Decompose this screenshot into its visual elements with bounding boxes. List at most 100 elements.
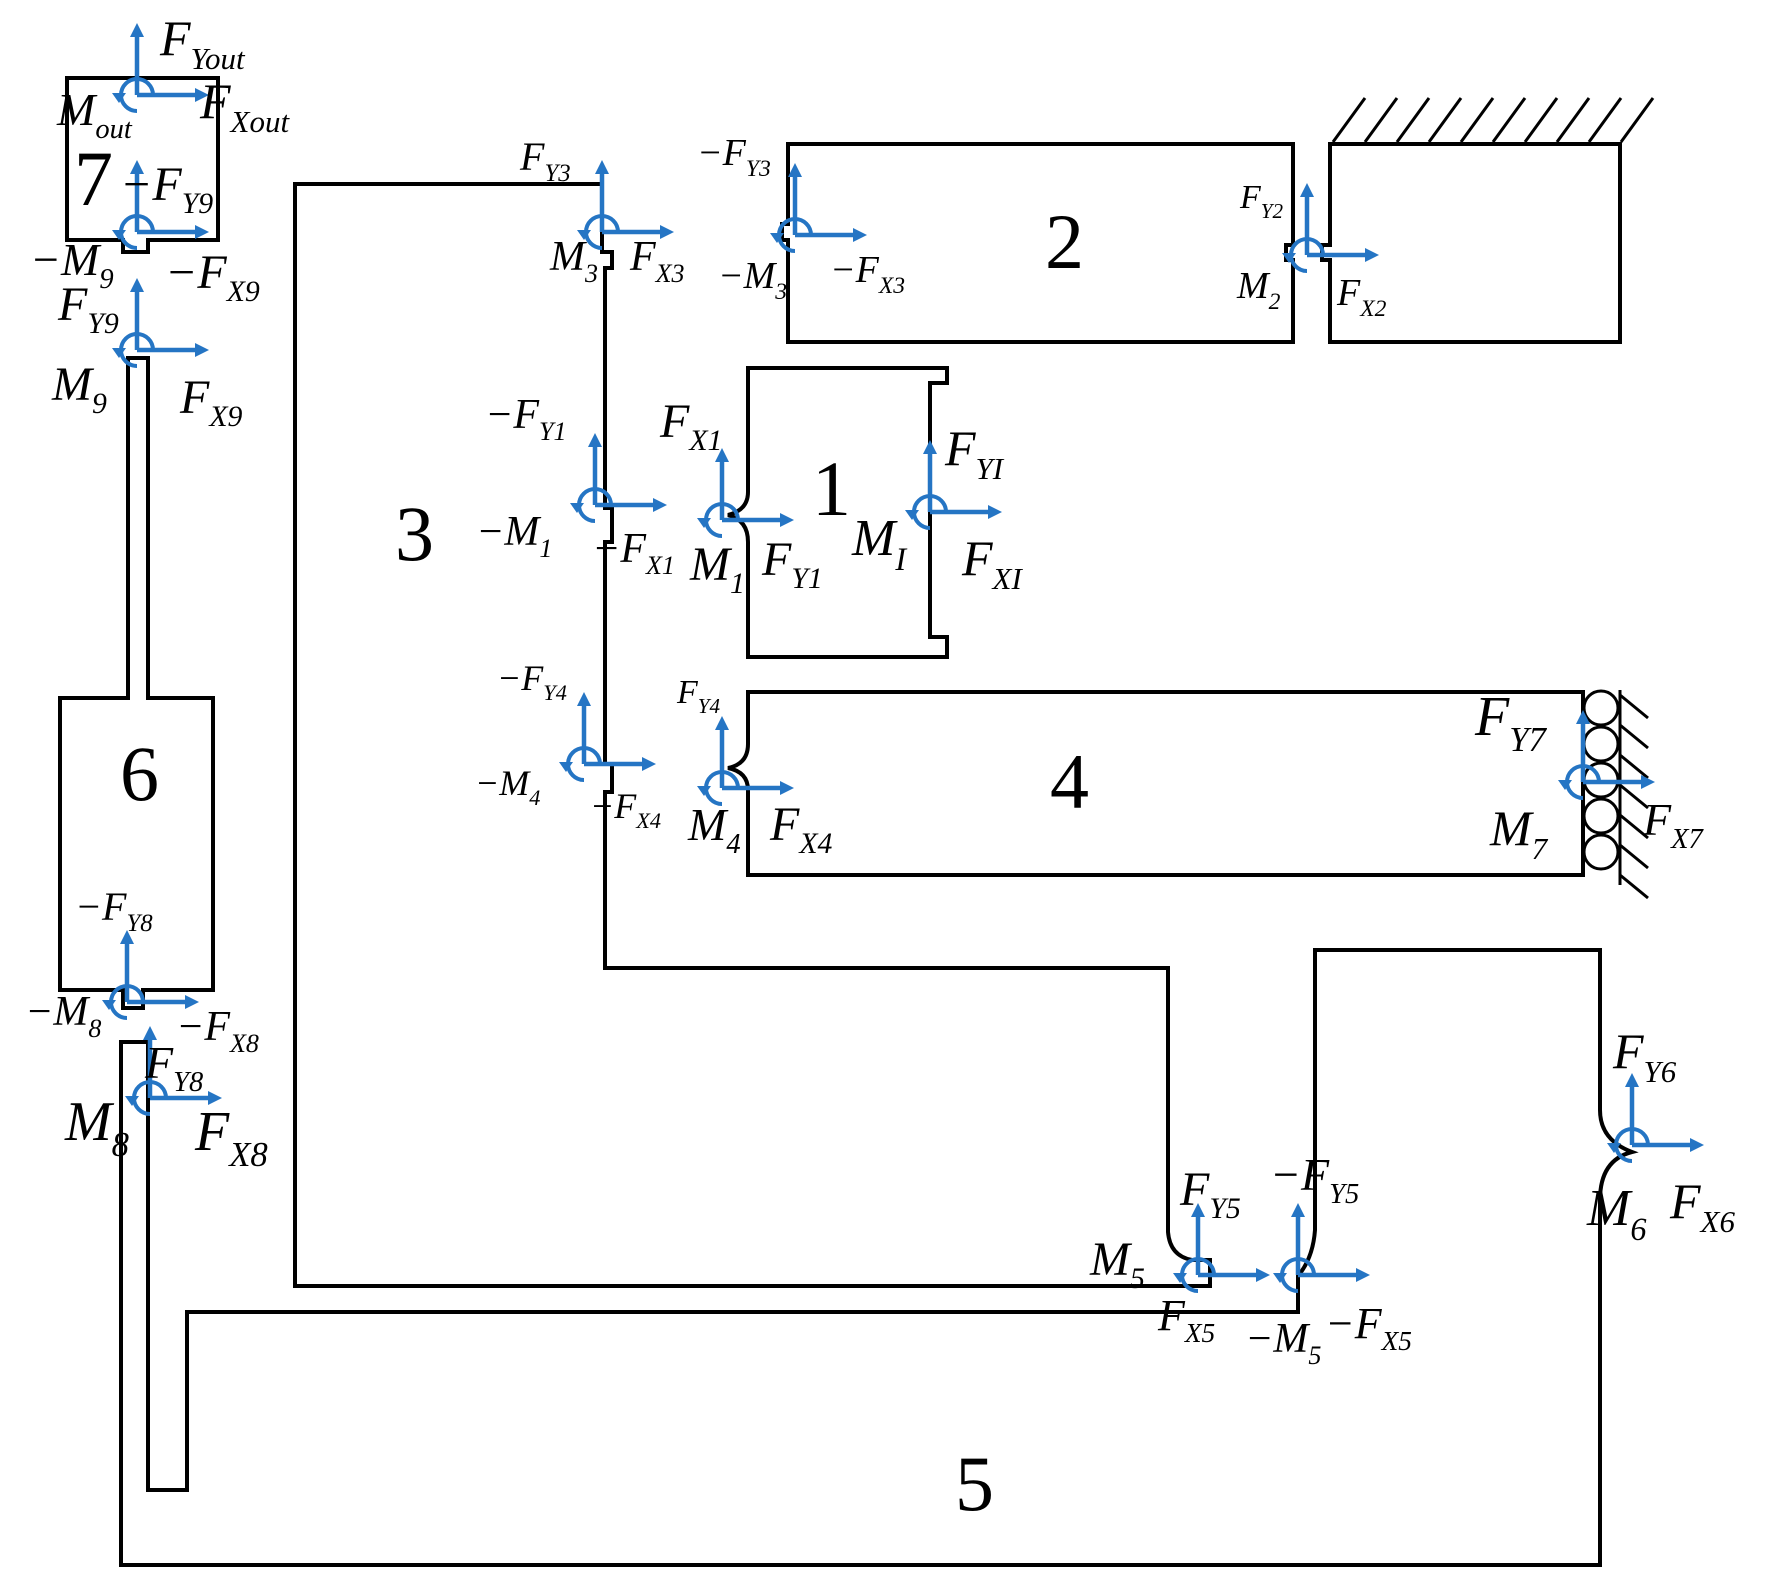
fy-arrowhead bbox=[715, 448, 729, 462]
force-label-subscript: Y5 bbox=[1329, 1179, 1359, 1210]
force-label-symbol: F bbox=[1642, 794, 1672, 845]
force-label-symbol: F bbox=[1669, 1173, 1701, 1229]
body-6-outline bbox=[58, 356, 215, 1010]
force-label-symbol: F bbox=[961, 530, 993, 586]
moment-arrowhead bbox=[112, 93, 126, 103]
force-label-symbol: −F bbox=[830, 249, 880, 291]
force-label-symbol: −F bbox=[485, 392, 539, 438]
frame-3-right bbox=[770, 163, 867, 253]
frame-1-mid bbox=[697, 448, 794, 538]
force-label-subscript: Y4 bbox=[543, 680, 567, 705]
fx-arrowhead bbox=[185, 995, 199, 1009]
force-label-subscript: X8 bbox=[229, 1029, 259, 1058]
fx-arrowhead bbox=[1365, 248, 1379, 262]
fx-arrowhead bbox=[1356, 1268, 1370, 1282]
force-label-subscript: X3 bbox=[878, 273, 905, 299]
force-label: FY4 bbox=[676, 674, 721, 718]
force-label: Mout bbox=[56, 84, 133, 145]
force-label: −M8 bbox=[25, 989, 101, 1043]
force-label-subscript: 1 bbox=[730, 567, 745, 600]
frame-3-left bbox=[577, 160, 674, 250]
force-label-subscript: X1 bbox=[645, 551, 675, 580]
moment-arc bbox=[777, 217, 813, 253]
force-label-symbol: M bbox=[851, 510, 898, 567]
force-label-symbol: F bbox=[199, 73, 231, 129]
force-label-subscript: 2 bbox=[1269, 289, 1281, 315]
force-label: FX6 bbox=[1669, 1173, 1735, 1239]
force-label-symbol: −M bbox=[718, 255, 778, 297]
force-label-symbol: M bbox=[689, 538, 733, 591]
force-label-subscript: 5 bbox=[1308, 1341, 1321, 1370]
force-label-symbol: M bbox=[51, 358, 95, 411]
moment-arc bbox=[119, 214, 155, 250]
force-label-subscript: Y1 bbox=[791, 562, 822, 595]
roller-support bbox=[1582, 689, 1649, 900]
force-label: M3 bbox=[549, 234, 598, 288]
force-label-subscript: 5 bbox=[1130, 1262, 1145, 1295]
fy-arrowhead bbox=[715, 716, 729, 730]
force-label: M4 bbox=[687, 799, 741, 860]
frame-out bbox=[112, 23, 209, 113]
moment-arrowhead bbox=[1173, 1273, 1187, 1283]
body-3-outline bbox=[293, 182, 1212, 1288]
force-label-symbol: F bbox=[1474, 686, 1510, 748]
moment-arc bbox=[704, 770, 740, 806]
moment-arc bbox=[1289, 237, 1325, 273]
body-number-1: 1 bbox=[812, 445, 851, 532]
force-label-symbol: −F bbox=[1325, 1299, 1383, 1348]
force-label-subscript: Y6 bbox=[1644, 1054, 1677, 1089]
body-number-7: 7 bbox=[74, 135, 113, 222]
force-label: FY6 bbox=[1612, 1023, 1677, 1089]
fy-arrowhead bbox=[1625, 1073, 1639, 1087]
force-label-symbol: M bbox=[1489, 800, 1534, 856]
force-frames bbox=[102, 23, 1704, 1293]
force-label: FY9 bbox=[57, 278, 119, 340]
force-label-subscript: Y2 bbox=[1261, 199, 1284, 223]
force-label-symbol: F bbox=[194, 1101, 230, 1163]
force-label-subscript: 3 bbox=[584, 259, 598, 288]
moment-arrowhead bbox=[770, 233, 784, 243]
moment-arrowhead bbox=[1607, 1143, 1621, 1153]
moment-arc bbox=[1280, 1257, 1316, 1293]
body-number-5: 5 bbox=[955, 1440, 994, 1527]
force-label-symbol: F bbox=[144, 1037, 174, 1088]
force-label: −FX1 bbox=[592, 526, 675, 580]
force-label: FY7 bbox=[1474, 686, 1548, 759]
force-label-subscript: 4 bbox=[529, 785, 540, 810]
force-label-subscript: 3 bbox=[774, 279, 787, 305]
force-label-symbol: F bbox=[57, 278, 88, 331]
force-label: M1 bbox=[689, 538, 745, 600]
force-label-symbol: −M bbox=[476, 509, 541, 555]
moment-arc bbox=[109, 984, 145, 1020]
moment-arrowhead bbox=[697, 518, 711, 528]
force-label-subscript: 9 bbox=[92, 387, 107, 420]
force-label: FYI bbox=[944, 420, 1005, 486]
moment-arrowhead bbox=[577, 230, 591, 240]
force-label: FX3 bbox=[629, 234, 685, 288]
force-label: MI bbox=[851, 510, 907, 577]
frame-6 bbox=[1607, 1073, 1704, 1163]
force-label-subscript: Y3 bbox=[544, 160, 570, 187]
force-label: FX2 bbox=[1336, 272, 1387, 322]
frame-7 bbox=[1558, 710, 1655, 800]
moment-arrowhead bbox=[697, 786, 711, 796]
force-label: FX4 bbox=[769, 798, 833, 860]
force-label: −FY5 bbox=[1270, 1149, 1359, 1210]
fx-arrowhead bbox=[988, 505, 1002, 519]
ground-hatch bbox=[1331, 97, 1655, 143]
moment-arc bbox=[132, 1080, 168, 1116]
force-label-symbol: −M bbox=[1245, 1316, 1310, 1362]
force-label: FX5 bbox=[1157, 1291, 1215, 1348]
force-label-symbol: M bbox=[549, 234, 587, 280]
force-label-symbol: F bbox=[629, 234, 656, 280]
force-label-subscript: Y9 bbox=[87, 307, 119, 340]
force-label: −FX9 bbox=[165, 246, 260, 308]
force-label: FX9 bbox=[179, 371, 243, 433]
fy-arrowhead bbox=[923, 440, 937, 454]
frame-4-left bbox=[559, 692, 656, 782]
force-label: M6 bbox=[1586, 1180, 1646, 1247]
force-label-subscript: 7 bbox=[1532, 831, 1549, 866]
force-label-symbol: −F bbox=[120, 158, 182, 211]
force-label: FY8 bbox=[144, 1037, 203, 1098]
